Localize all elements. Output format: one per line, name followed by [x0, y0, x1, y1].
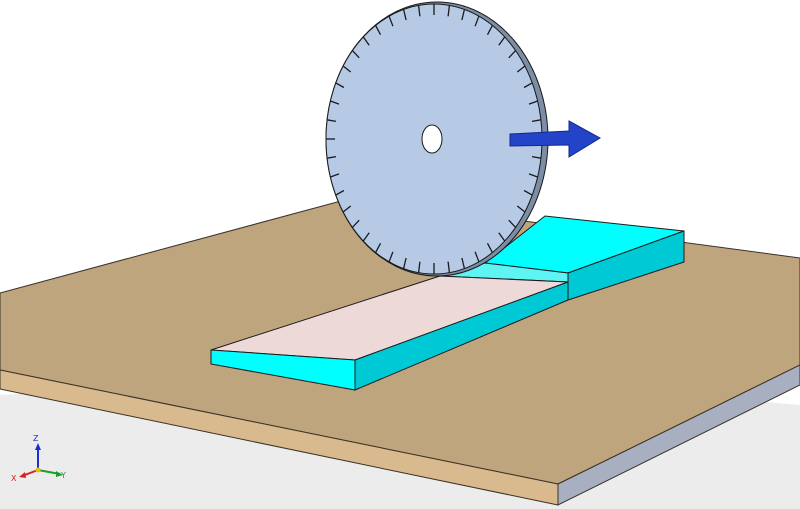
blade-tooth: [388, 15, 394, 27]
blade-tooth: [523, 82, 533, 89]
blade-tooth: [402, 9, 407, 21]
blade-tooth: [474, 15, 480, 27]
blade-tooth: [330, 173, 340, 178]
blade-tooth: [474, 251, 480, 263]
blade-tooth: [362, 36, 370, 46]
blade-tooth: [486, 25, 493, 36]
blade-tooth: [326, 155, 337, 159]
blade-tooth: [516, 65, 526, 73]
table-side-face: [557, 364, 800, 506]
blade-tooth: [375, 242, 382, 253]
workpiece-side-face: [354, 281, 569, 391]
blade-tooth: [342, 205, 352, 213]
blade-tooth: [447, 5, 451, 17]
blade-tooth: [516, 205, 526, 213]
blade-tooth: [402, 257, 407, 269]
blade-tooth: [447, 261, 451, 273]
blade-tooth: [351, 219, 360, 228]
blade-tooth: [461, 257, 466, 269]
axis-y-label: Y: [60, 471, 66, 480]
blade-tooth: [461, 9, 466, 21]
blade-tooth: [388, 251, 394, 263]
blade-tooth: [417, 261, 421, 273]
blade-tooth: [528, 173, 538, 178]
blade-tooth: [335, 189, 345, 196]
blade-tooth: [330, 100, 340, 105]
blade-tooth: [531, 119, 542, 123]
blade-tooth: [375, 25, 382, 36]
blade-tooth: [508, 50, 517, 59]
blade-tooth: [528, 100, 538, 105]
blade-tooth: [335, 82, 345, 89]
blade-tooth: [531, 155, 542, 159]
blade-tooth: [351, 50, 360, 59]
blade-tooth: [508, 219, 517, 228]
blade-tooth: [417, 5, 421, 17]
blade-tooth: [326, 119, 337, 123]
blade-tooth: [342, 65, 352, 73]
arbor-hole: [421, 124, 443, 154]
feed-direction-arrow-icon: [509, 120, 601, 158]
blade-tooth: [498, 232, 506, 242]
blade-tooth: [486, 242, 493, 253]
blade-teeth: [326, 4, 542, 274]
axis-triad[interactable]: Z Y X: [11, 434, 66, 483]
blade-tooth: [362, 232, 370, 242]
saw-blade[interactable]: [325, 1, 549, 277]
blade-tooth: [498, 36, 506, 46]
axis-x-label: X: [11, 474, 17, 483]
axis-z-label: Z: [33, 434, 39, 443]
blade-tooth: [523, 189, 533, 196]
